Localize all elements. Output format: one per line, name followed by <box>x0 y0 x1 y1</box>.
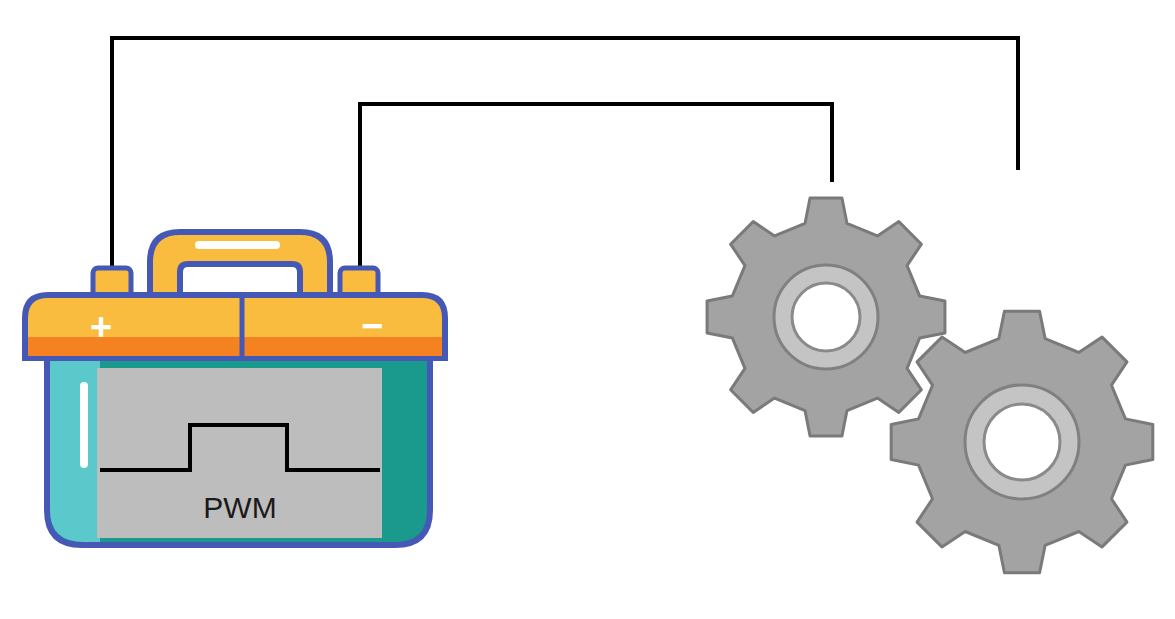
pwm-panel <box>97 368 382 538</box>
battery <box>25 232 445 545</box>
pwm-waveform <box>100 425 380 470</box>
battery-handle-shine <box>195 241 280 249</box>
battery-body-light <box>50 355 100 542</box>
battery-shine <box>80 382 88 468</box>
gear-body <box>707 198 945 436</box>
gear-hole <box>792 283 860 351</box>
signal-name: PWM <box>203 493 276 523</box>
gear-hub <box>965 385 1079 499</box>
gear <box>707 198 945 436</box>
gear <box>891 311 1153 573</box>
gear-body <box>891 311 1153 573</box>
battery-handle <box>150 232 330 298</box>
terminal-sign: − <box>361 307 383 345</box>
lid-divider <box>240 298 245 356</box>
battery-lid <box>25 295 445 358</box>
gear-hub <box>774 265 878 369</box>
terminal-sign: + <box>90 308 112 346</box>
battery-body <box>47 350 430 545</box>
gear-hole <box>984 404 1060 480</box>
gears <box>707 198 1153 573</box>
